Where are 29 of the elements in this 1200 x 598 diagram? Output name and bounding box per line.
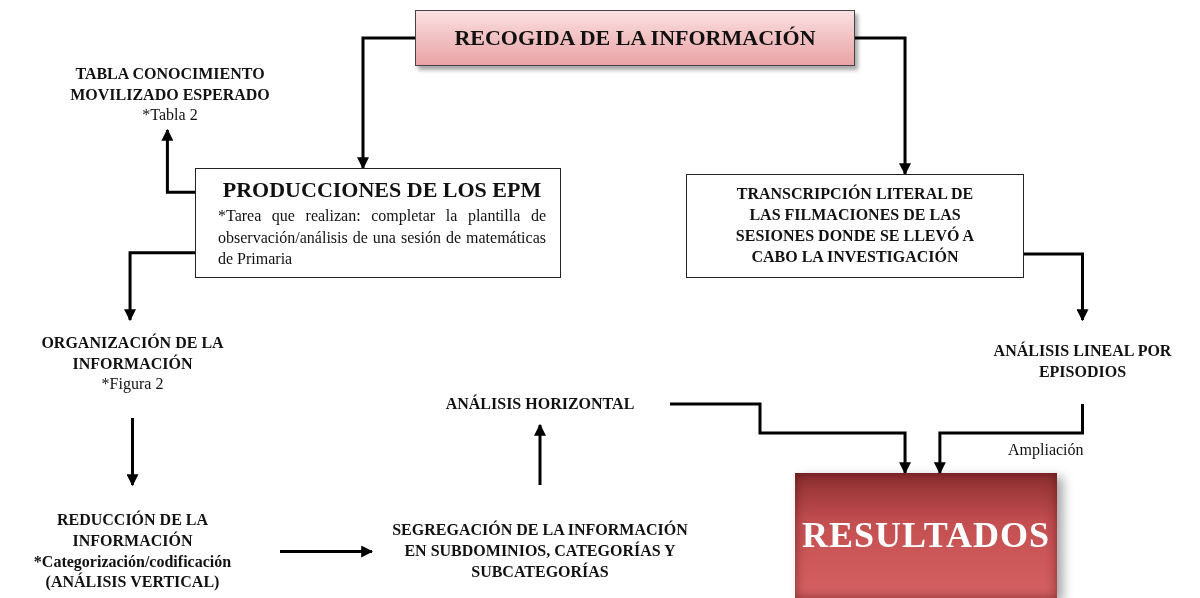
node-note: *Tabla 2 [142,105,198,126]
title-box [415,10,855,66]
node-note: *Figura 2 [101,374,164,395]
arrow [933,404,1084,475]
arrow [1024,252,1089,322]
process-box [195,168,561,278]
node-heading: RESULTADOS [801,514,1051,558]
node-note: *Categorización/codificación (ANÁLISIS VERTICAL) [32,551,233,593]
node-heading: TRANSCRIPCIÓN LITERAL DE LAS FILMACIONES DE LAS SESIONES DONDE SE LLEVÓ A CABO LA INVESTIGACIÓN [734,184,976,267]
node-heading: REDUCCIÓN DE LA INFORMACIÓN [55,509,210,551]
node-heading: TABLA CONOCIMIENTO MOVILIZADO ESPERADO [69,63,271,105]
arrow [161,128,195,194]
node-heading: ANÁLISIS LINEAL POR EPISODIOS [992,341,1173,382]
node-heading: ANÁLISIS HORIZONTAL [445,393,635,414]
node-heading: ORGANIZACIÓN DE LA INFORMACIÓN [40,332,225,374]
process-box [686,174,1024,278]
node-heading: RECOGIDA DE LA INFORMACIÓN [454,23,816,52]
node-note: *Tarea que realizan: completar la plantilla de observación/análisis de una sesión de matemáticas de Primaria [218,205,546,270]
arrow [855,36,911,176]
arrow [126,418,139,487]
arrow [124,251,195,322]
arrow [357,36,415,170]
edge-label: Ampliación [1008,441,1084,459]
arrow [670,402,912,475]
arrow [280,545,374,558]
arrow [534,423,546,485]
node-heading: PRODUCCIONES DE LOS EPM [221,176,543,205]
node-heading: SEGREGACIÓN DE LA INFORMACIÓN EN SUBDOMINIOS, CATEGORÍAS Y SUBCATEGORÍAS [391,520,689,582]
result-box [795,473,1057,598]
